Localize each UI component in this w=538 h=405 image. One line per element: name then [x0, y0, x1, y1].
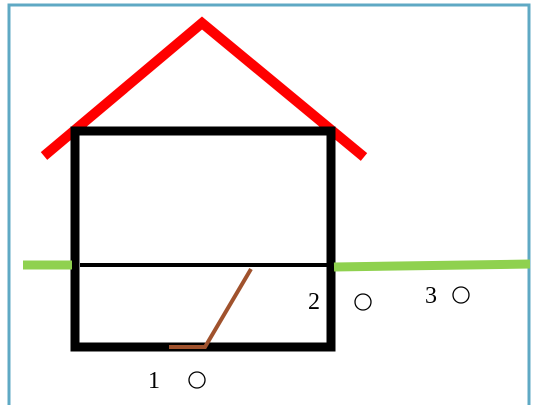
point-marker-1	[189, 372, 205, 388]
ladder	[169, 269, 251, 347]
point-label-3: 3	[425, 283, 437, 309]
ground-right	[334, 264, 530, 267]
house-walls	[75, 131, 331, 347]
point-marker-2	[355, 294, 371, 310]
point-label-2: 2	[308, 289, 320, 315]
point-label-1: 1	[148, 368, 160, 394]
point-marker-3	[453, 287, 469, 303]
roof	[44, 23, 364, 157]
